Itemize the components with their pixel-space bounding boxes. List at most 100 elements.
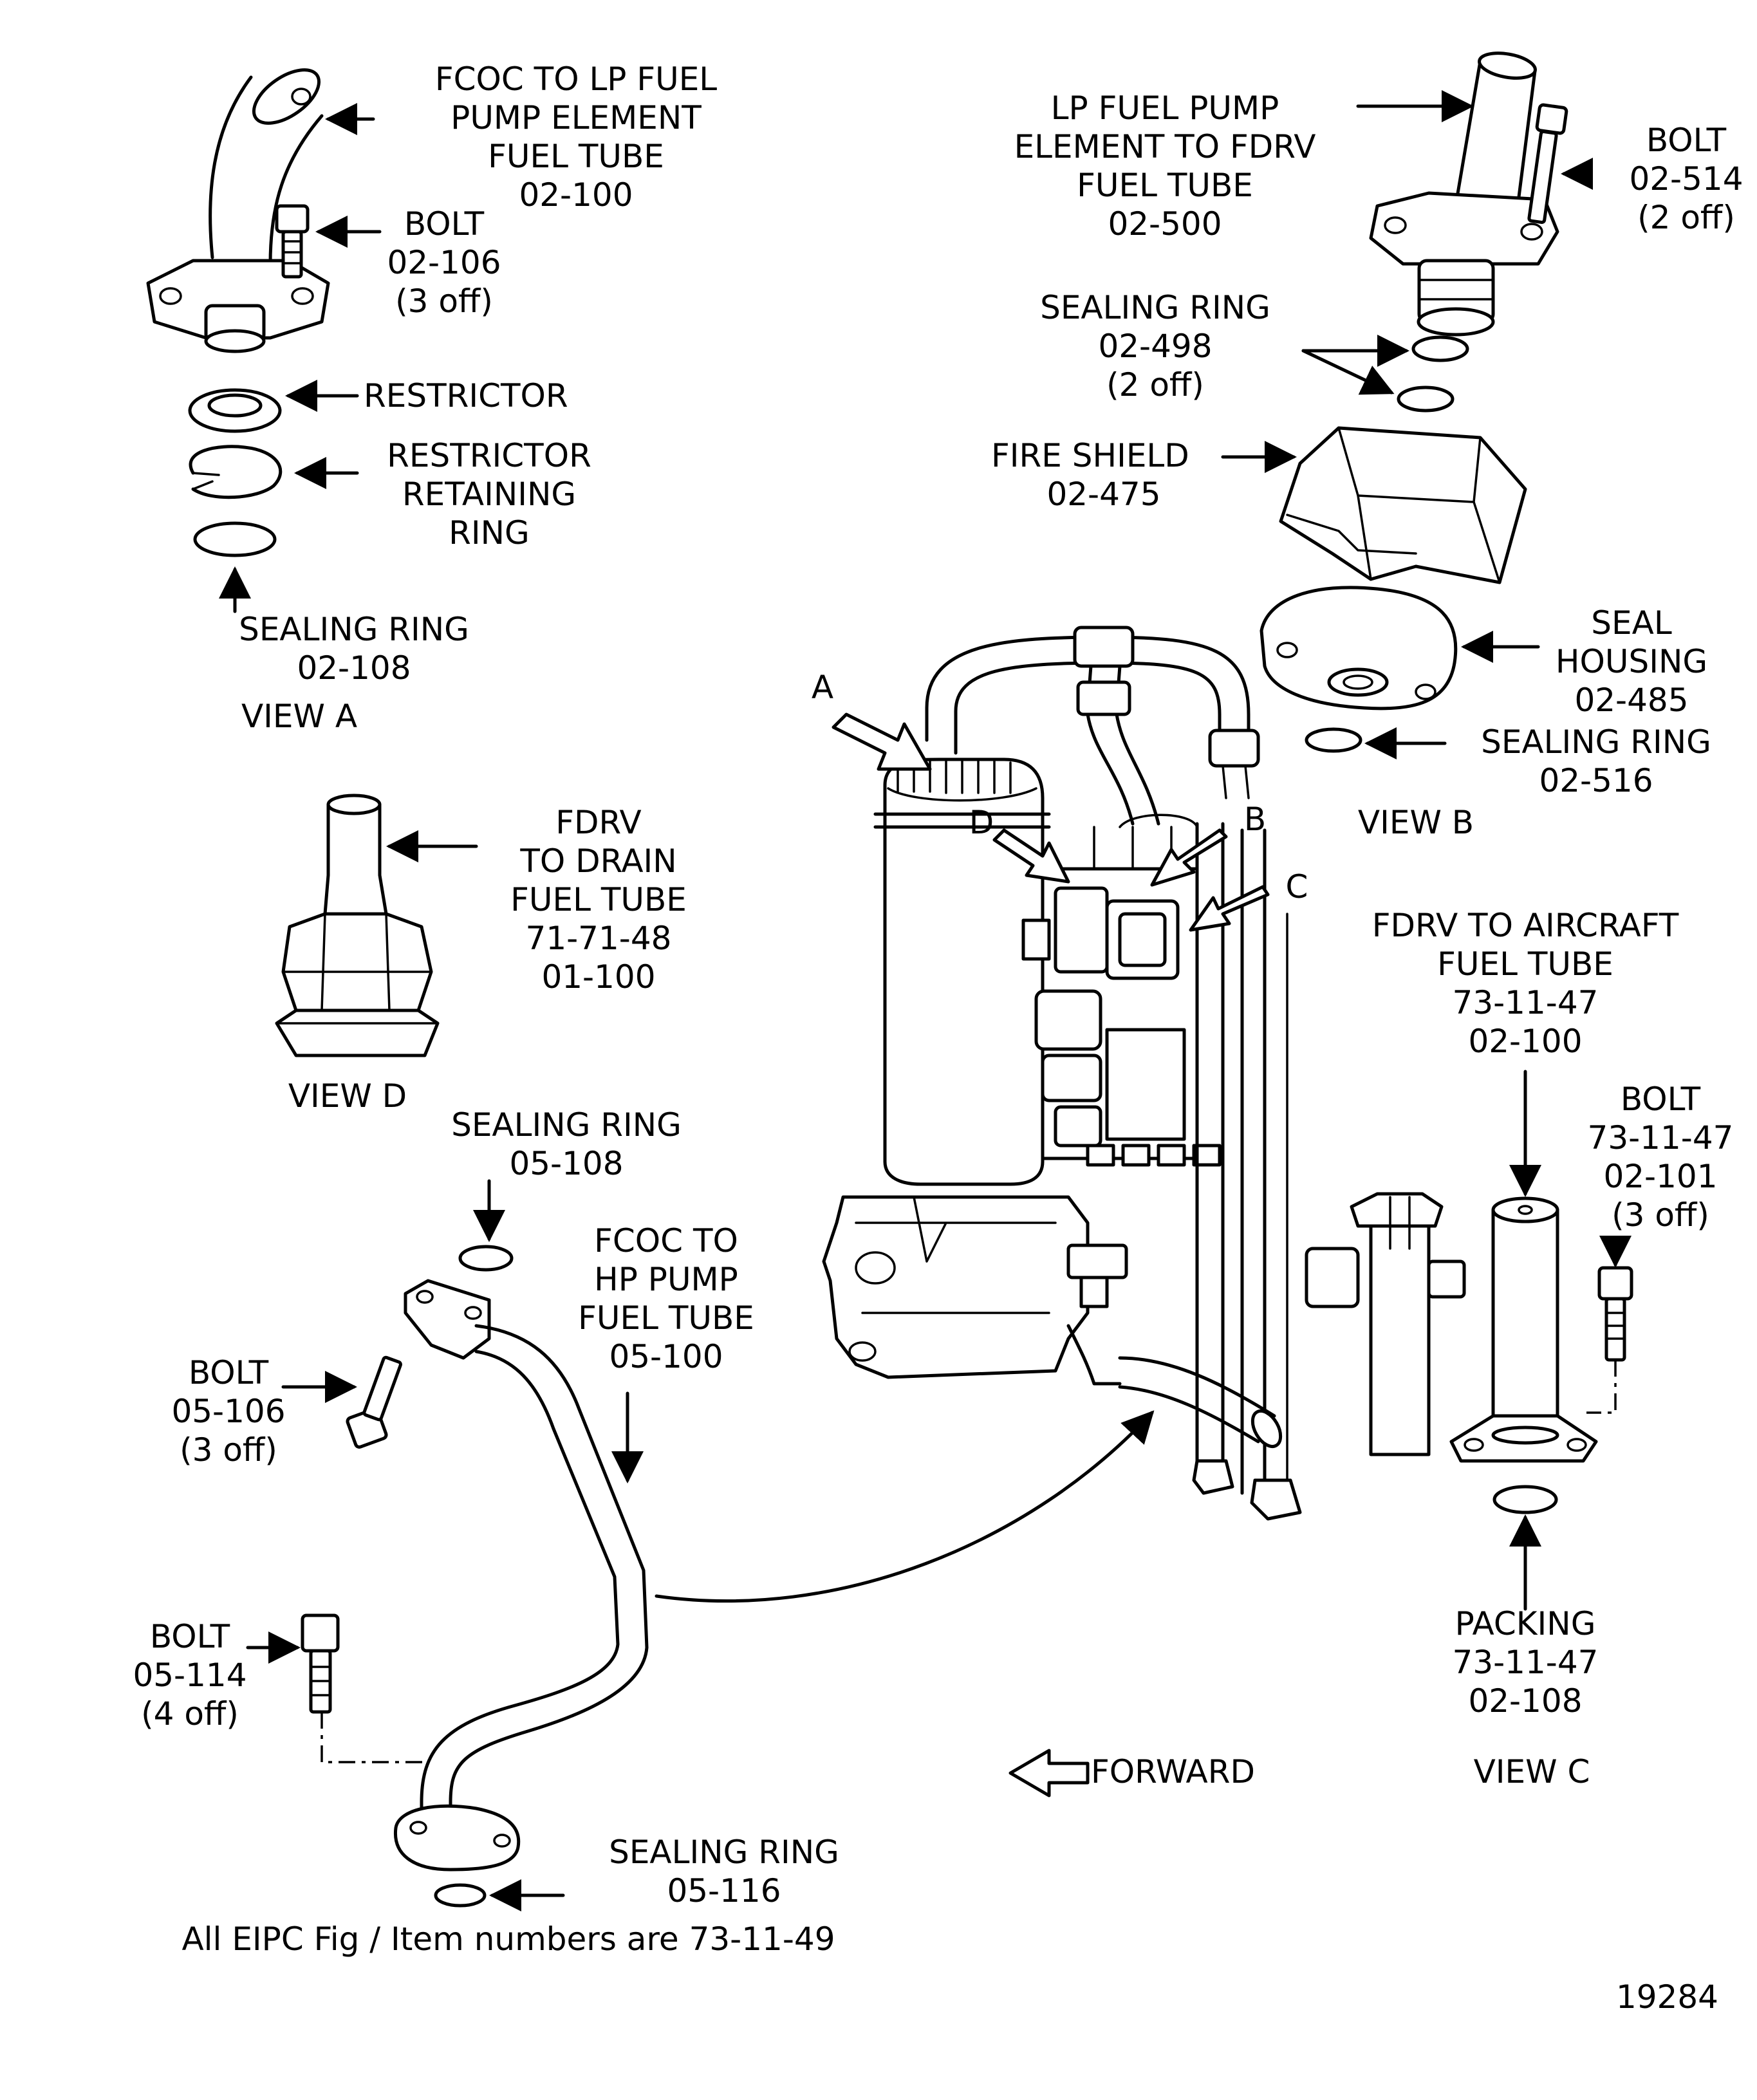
sealing-ring-02-108 (193, 521, 277, 557)
label-line: SEALING RING (239, 611, 469, 648)
fdrv-aircraft-fuel-tube (1449, 1196, 1598, 1463)
label-fire-shield: FIRE SHIELD 02-475 (991, 437, 1189, 513)
restrictor (188, 388, 282, 433)
label-line: 02-100 (1468, 1023, 1582, 1060)
label-line: 05-114 (133, 1657, 246, 1694)
label-line: 02-101 (1603, 1158, 1717, 1195)
label-view-a: VIEW A (241, 698, 357, 735)
label-line: SEALING RING (1481, 723, 1711, 761)
bolt-05-114 (301, 1613, 340, 1714)
label-line: 71-71-48 (526, 920, 672, 957)
label-forward: FORWARD (1091, 1753, 1255, 1790)
label-line: PACKING (1455, 1605, 1596, 1642)
label-line: (3 off) (395, 283, 493, 320)
label-bolt-02-514: BOLT 02-514 (2 off) (1629, 122, 1743, 236)
label-line: PUMP ELEMENT (451, 99, 702, 136)
label-line: 73-11-47 (1453, 984, 1599, 1021)
label-line: BOLT (1646, 122, 1727, 159)
view-d-group (275, 794, 478, 1057)
fcoc-hp-fuel-tube (393, 1279, 649, 1872)
footer-note: All EIPC Fig / Item numbers are 73-11-49 (181, 1920, 835, 1958)
label-sealing-05-116: SEALING RING 05-116 (609, 1834, 839, 1910)
callout-b: B (1244, 801, 1266, 838)
label-line: HP PUMP (594, 1261, 738, 1298)
label-bolt-02-106: BOLT 02-106 (3 off) (387, 205, 501, 320)
restrictor-retaining-ring (189, 445, 283, 499)
sealing-ring-02-498 (1397, 335, 1469, 413)
label-fcoc-lp: FCOC TO LP FUEL PUMP ELEMENT FUEL TUBE 0… (435, 60, 717, 214)
fcoc-hp-group (246, 1179, 1155, 1911)
label-line: 02-108 (1468, 1682, 1582, 1720)
label-line: 02-100 (519, 176, 633, 214)
label-line: ELEMENT TO FDRV (1014, 128, 1316, 165)
label-line: RETAINING (402, 476, 576, 513)
callout-arrows (832, 712, 1270, 932)
bolt-02-106 (275, 204, 310, 279)
label-line: 05-106 (171, 1393, 285, 1430)
label-sealing-02-498: SEALING RING 02-498 (2 off) (1040, 289, 1270, 404)
label-line: 05-108 (509, 1145, 623, 1182)
label-line: 02-475 (1046, 476, 1160, 513)
label-line: 02-516 (1539, 762, 1653, 799)
label-view-b: VIEW B (1358, 804, 1474, 841)
label-lp-fdrv: LP FUEL PUMP ELEMENT TO FDRV FUEL TUBE 0… (1014, 89, 1316, 243)
label-line: BOLT (1621, 1081, 1701, 1118)
label-line: (3 off) (180, 1431, 277, 1469)
label-line: (4 off) (141, 1695, 239, 1733)
callout-a: A (812, 669, 833, 706)
label-sealing-05-108: SEALING RING 05-108 (451, 1106, 682, 1182)
figure-number: 19284 (1616, 1978, 1718, 2016)
callout-c: C (1286, 868, 1308, 906)
label-bolt-73-11-47: BOLT 73-11-47 02-101 (3 off) (1588, 1081, 1734, 1234)
label-line: FUEL TUBE (1437, 945, 1613, 983)
label-line: 02-108 (297, 649, 411, 687)
fire-shield (1279, 426, 1527, 584)
label-line: SEAL (1591, 604, 1672, 642)
callout-d: D (969, 804, 994, 841)
label-line: FDRV (555, 804, 641, 841)
bolt-73-11-47 (1597, 1266, 1633, 1362)
label-line: FUEL TUBE (578, 1299, 754, 1337)
label-line: 02-485 (1574, 682, 1688, 719)
label-restrictor: RESTRICTOR (364, 377, 568, 414)
label-line: BOLT (404, 205, 485, 243)
label-line: 02-498 (1098, 328, 1212, 365)
fdrv-drain-fuel-tube (275, 794, 440, 1057)
label-line: FIRE SHIELD (991, 437, 1189, 474)
label-line: FCOC TO (594, 1222, 738, 1259)
label-line: 73-11-47 (1588, 1119, 1734, 1157)
label-line: SEALING RING (609, 1834, 839, 1871)
label-line: 02-500 (1108, 205, 1222, 243)
label-line: 02-106 (387, 244, 501, 281)
label-line: FCOC TO LP FUEL (435, 60, 717, 98)
label-line: 02-514 (1629, 160, 1743, 198)
label-line: LP FUEL PUMP (1051, 89, 1279, 127)
label-line: TO DRAIN (519, 842, 676, 880)
label-line: 01-100 (541, 958, 655, 996)
label-line: FUEL TUBE (488, 138, 664, 175)
label-line: SEALING RING (1040, 289, 1270, 326)
label-view-d: VIEW D (288, 1077, 407, 1115)
label-line: SEALING RING (451, 1106, 682, 1144)
label-bolt-05-114: BOLT 05-114 (4 off) (133, 1618, 246, 1733)
label-sealing-02-108: SEALING RING 02-108 (239, 611, 469, 687)
label-fdrv-aircraft: FDRV TO AIRCRAFT FUEL TUBE 73-11-47 02-1… (1372, 907, 1679, 1060)
label-line: (2 off) (1106, 366, 1204, 404)
label-view-c: VIEW C (1474, 1753, 1590, 1790)
label-line: 05-116 (667, 1872, 781, 1910)
view-b-group (1221, 51, 1593, 759)
label-packing: PACKING 73-11-47 02-108 (1453, 1605, 1599, 1720)
lp-fdrv-fuel-tube (1369, 51, 1559, 337)
label-line: FDRV TO AIRCRAFT (1372, 907, 1679, 944)
label-restrictor-ring: RESTRICTOR RETAINING RING (387, 437, 591, 552)
label-seal-housing: SEAL HOUSING 02-485 (1556, 604, 1707, 719)
label-fcoc-hp: FCOC TO HP PUMP FUEL TUBE 05-100 (578, 1222, 754, 1375)
fcoc-lp-fuel-tube (146, 68, 330, 353)
forward-arrow-icon (1009, 1749, 1090, 1798)
view-c-group (1449, 1070, 1633, 1611)
packing-73-11-47 (1492, 1485, 1558, 1514)
label-line: 05-100 (609, 1338, 723, 1375)
label-line: (3 off) (1612, 1196, 1709, 1234)
label-line: RING (449, 514, 530, 552)
